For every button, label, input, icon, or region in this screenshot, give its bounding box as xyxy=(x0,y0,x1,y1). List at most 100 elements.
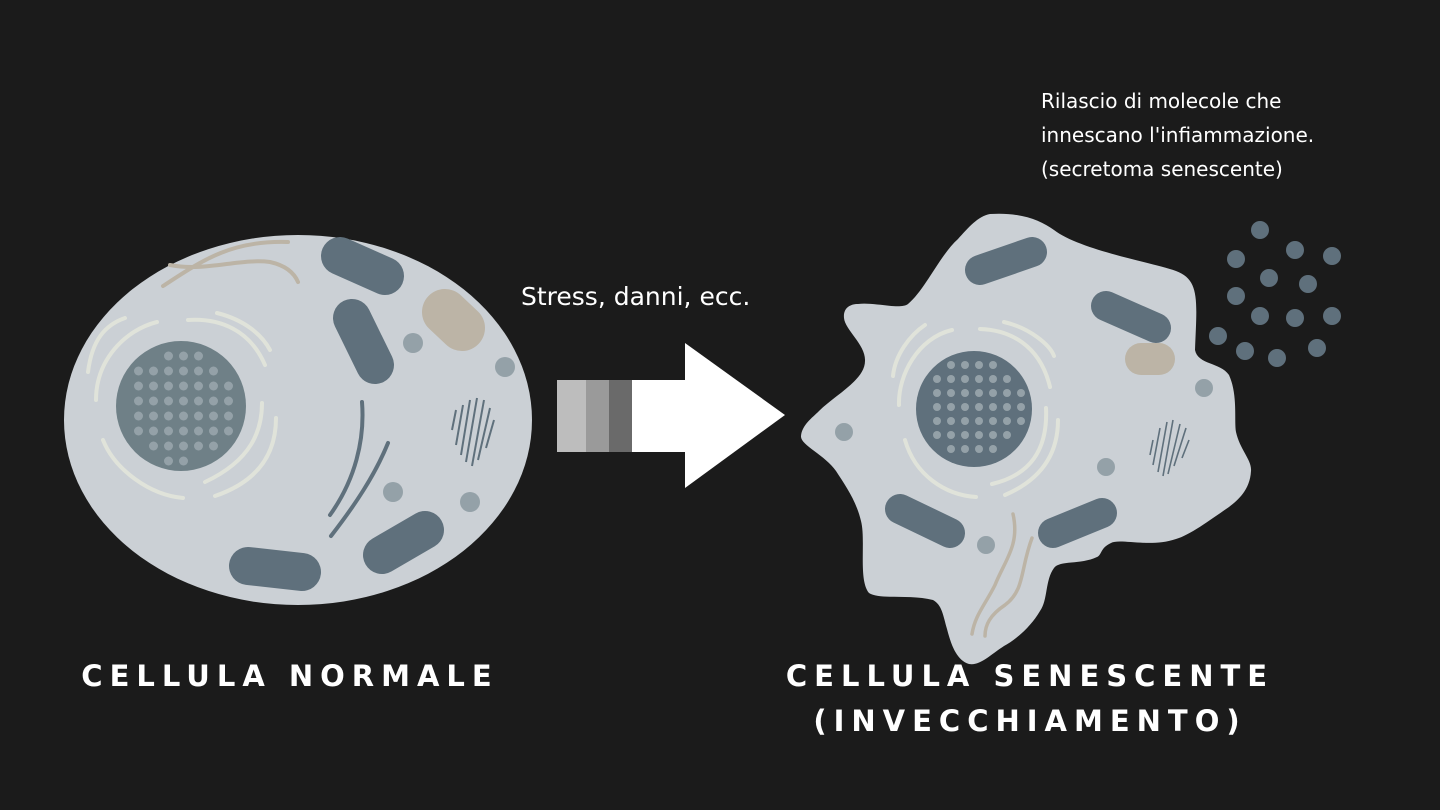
normal-mitochondria xyxy=(229,237,444,591)
nucleus-granule xyxy=(179,441,188,451)
secreted-molecule xyxy=(1299,275,1317,293)
nucleus-granule xyxy=(975,389,983,397)
normal-centriole xyxy=(451,397,495,467)
nucleus-granule xyxy=(975,431,983,439)
secreted-molecule xyxy=(1251,307,1269,325)
arrow-label: Stress, danni, ecc. xyxy=(521,282,751,311)
nucleus-granules xyxy=(134,351,233,466)
nucleus-granule xyxy=(134,411,143,421)
nucleus-granule xyxy=(1003,389,1011,397)
senescent-centriole xyxy=(1149,419,1190,477)
nucleus-granule xyxy=(209,396,218,406)
secreted-molecules xyxy=(1209,221,1341,367)
senescent-granules xyxy=(835,379,1213,554)
senescent-mitochondria xyxy=(885,237,1171,548)
nucleus-granule xyxy=(149,366,158,376)
nucleus-granule xyxy=(194,381,203,391)
nucleus-granule xyxy=(961,417,969,425)
nucleus-granule xyxy=(209,441,218,451)
secreted-molecule xyxy=(1209,327,1227,345)
normal-granules xyxy=(383,333,515,512)
nucleus-granule xyxy=(1017,403,1025,411)
secretome-caption: Rilascio di molecole che innescano l'inf… xyxy=(1041,84,1314,186)
secretome-caption-line: (secretoma senescente) xyxy=(1041,157,1283,181)
nucleus-granule xyxy=(961,445,969,453)
nucleus-granule xyxy=(947,417,955,425)
nucleus-granule xyxy=(1003,417,1011,425)
nucleus-granule xyxy=(134,396,143,406)
senescent-cell xyxy=(800,213,1252,665)
nucleus-granule xyxy=(209,426,218,436)
nucleus-granule xyxy=(179,411,188,421)
nucleus-granule xyxy=(179,396,188,406)
secreted-molecule xyxy=(1323,307,1341,325)
secreted-molecule xyxy=(1308,339,1326,357)
nucleus-granule xyxy=(1017,417,1025,425)
nucleus-granule xyxy=(149,396,158,406)
nucleus-granule xyxy=(149,411,158,421)
senescent-nucleus xyxy=(916,351,1032,467)
nucleus-granule xyxy=(975,375,983,383)
nucleus-granule xyxy=(961,431,969,439)
nucleus-granule xyxy=(224,396,233,406)
nucleus-granule xyxy=(947,431,955,439)
nucleus-granule xyxy=(149,381,158,391)
nucleus-granule xyxy=(179,351,188,361)
nucleus-granule xyxy=(933,375,941,383)
senescent-cell-er xyxy=(891,320,1060,499)
nucleus-granule xyxy=(961,403,969,411)
senescent-cell-label-line: CELLULA SENESCENTE xyxy=(785,659,1275,693)
normal-cell-label: CELLULA NORMALE xyxy=(81,659,499,693)
nucleus-granule xyxy=(164,366,173,376)
nucleus-granule xyxy=(933,389,941,397)
nucleus-granule xyxy=(164,351,173,361)
normal-golgi-curves xyxy=(328,400,390,538)
nucleus-granule xyxy=(179,456,188,466)
nucleus-granule xyxy=(961,375,969,383)
nucleus-granule xyxy=(933,431,941,439)
nucleus-granule xyxy=(975,445,983,453)
transition-arrow-icon xyxy=(557,343,785,488)
normal-nucleus xyxy=(116,341,246,471)
nucleus-granule xyxy=(194,396,203,406)
senescent-cell-membrane xyxy=(800,213,1252,665)
nucleus-granule xyxy=(975,361,983,369)
nucleus-granule xyxy=(961,389,969,397)
nucleus-granule xyxy=(989,389,997,397)
nucleus-granule xyxy=(179,381,188,391)
normal-cell-er xyxy=(86,311,278,500)
nucleus-granule xyxy=(989,361,997,369)
nucleus-granule xyxy=(933,417,941,425)
secreted-molecule xyxy=(1286,241,1304,259)
nucleus-granule xyxy=(194,411,203,421)
nucleus-granule xyxy=(164,396,173,406)
secretome-caption-line: innescano l'infiammazione. xyxy=(1041,123,1315,147)
nucleus-granule xyxy=(933,403,941,411)
normal-cell-membrane xyxy=(64,235,532,605)
nucleus-granule xyxy=(947,403,955,411)
nucleus-granule xyxy=(209,366,218,376)
nucleus-granule xyxy=(989,445,997,453)
nucleus-granule xyxy=(164,426,173,436)
nucleus-granule xyxy=(194,441,203,451)
nucleus-granule xyxy=(224,411,233,421)
normal-vacuole xyxy=(422,289,485,351)
nucleus-granule xyxy=(164,441,173,451)
nucleus-granule xyxy=(134,366,143,376)
nucleus-granule xyxy=(1003,403,1011,411)
nucleus-granule xyxy=(989,403,997,411)
normal-cell xyxy=(64,235,532,605)
senescent-filaments xyxy=(970,512,1034,638)
nucleus-granule xyxy=(134,426,143,436)
nucleus-granule xyxy=(164,411,173,421)
nucleus-granule xyxy=(179,366,188,376)
senescent-cell-label-line: (INVECCHIAMENTO) xyxy=(813,704,1247,738)
nucleus-granule xyxy=(989,375,997,383)
nucleus-granule xyxy=(194,351,203,361)
nucleus-granule xyxy=(1003,431,1011,439)
secreted-molecule xyxy=(1286,309,1304,327)
nucleus-granule xyxy=(224,426,233,436)
secreted-molecule xyxy=(1260,269,1278,287)
nucleus-granule xyxy=(947,361,955,369)
nucleus-granule xyxy=(947,445,955,453)
